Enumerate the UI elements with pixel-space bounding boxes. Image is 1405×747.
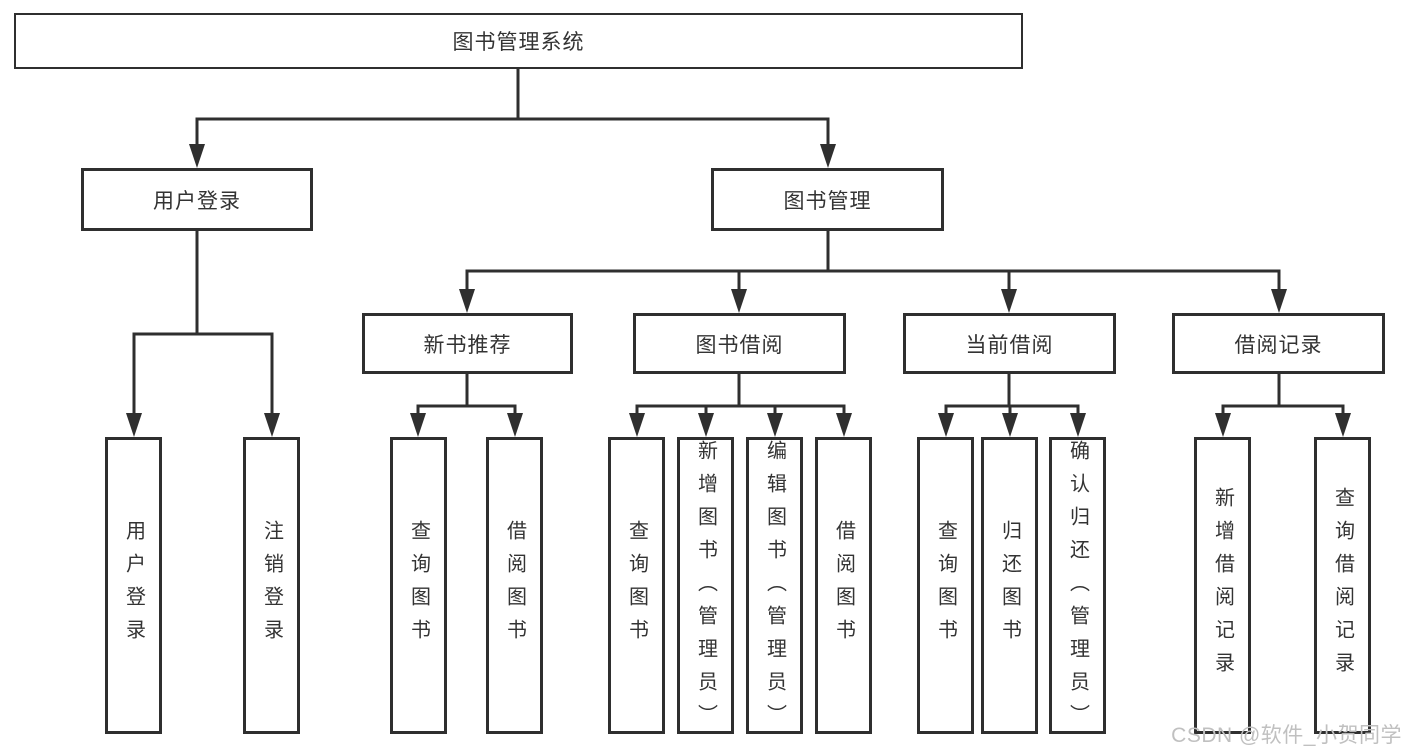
node-label: 查询借阅记录 (1331, 486, 1354, 685)
leaf-borrow-books-2: 借阅图书 (815, 437, 872, 734)
arrow-down-icon (938, 413, 954, 437)
node-label: 借阅图书 (832, 519, 855, 652)
node-label: 用户登录 (122, 519, 145, 652)
arrow-down-icon (1271, 289, 1287, 313)
node-label: 新增图书（管理员） (694, 440, 717, 737)
node-label: 查询图书 (934, 519, 957, 652)
arrow-down-icon (1001, 289, 1017, 313)
leaf-query-borrowing-record: 查询借阅记录 (1314, 437, 1371, 734)
arrow-down-icon (1215, 413, 1231, 437)
tree-connector-lines (132, 69, 1345, 414)
leaf-query-books-2: 查询图书 (608, 437, 665, 734)
arrow-down-icon (126, 413, 142, 437)
arrow-down-icon (698, 413, 714, 437)
arrow-down-icon (629, 413, 645, 437)
node-borrowing-records: 借阅记录 (1172, 313, 1385, 374)
leaf-add-books-admin: 新增图书（管理员） (677, 437, 734, 737)
leaf-confirm-return-admin: 确认归还（管理员） (1049, 437, 1106, 737)
leaf-query-books-3: 查询图书 (917, 437, 974, 734)
arrow-down-icon (731, 289, 747, 313)
node-label: 图书管理系统 (452, 31, 585, 54)
node-label: 新书推荐 (423, 333, 512, 357)
node-label: 图书借阅 (695, 333, 784, 357)
arrow-down-icon (410, 413, 426, 437)
node-library-management-system: 图书管理系统 (14, 13, 1023, 69)
arrow-down-icon (820, 144, 836, 168)
node-label: 查询图书 (407, 519, 430, 652)
arrow-down-icon (1335, 413, 1351, 437)
arrow-down-icon (507, 413, 523, 437)
node-user-login: 用户登录 (81, 168, 313, 231)
arrow-down-icon (1070, 413, 1086, 437)
node-label: 编辑图书（管理员） (763, 440, 786, 737)
node-label: 图书管理 (783, 189, 872, 213)
arrow-down-icon (264, 413, 280, 437)
node-label: 注销登录 (260, 519, 283, 652)
arrow-down-icon (836, 413, 852, 437)
node-label: 归还图书 (998, 519, 1021, 652)
node-current-borrowing: 当前借阅 (903, 313, 1116, 374)
node-label: 用户登录 (153, 189, 241, 213)
leaf-edit-books-admin: 编辑图书（管理员） (746, 437, 803, 737)
node-label: 借阅记录 (1234, 333, 1323, 357)
leaf-query-books-1: 查询图书 (390, 437, 447, 734)
node-label: 查询图书 (625, 519, 648, 652)
arrow-down-icon (459, 289, 475, 313)
leaf-user-login: 用户登录 (105, 437, 162, 734)
node-new-book-recommendation: 新书推荐 (362, 313, 573, 374)
node-label: 借阅图书 (503, 519, 526, 652)
node-label: 新增借阅记录 (1211, 486, 1234, 685)
node-book-management: 图书管理 (711, 168, 944, 231)
arrow-down-icon (767, 413, 783, 437)
node-label: 确认归还（管理员） (1066, 440, 1089, 737)
arrow-down-icon (1002, 413, 1018, 437)
node-book-borrowing: 图书借阅 (633, 313, 846, 374)
node-label: 当前借阅 (965, 333, 1054, 357)
leaf-borrow-books-1: 借阅图书 (486, 437, 543, 734)
leaf-add-borrowing-record: 新增借阅记录 (1194, 437, 1251, 734)
watermark: CSDN @软件_小贺同学 (1171, 724, 1402, 747)
leaf-return-books: 归还图书 (981, 437, 1038, 734)
leaf-logout: 注销登录 (243, 437, 300, 734)
arrow-down-icon (189, 144, 205, 168)
